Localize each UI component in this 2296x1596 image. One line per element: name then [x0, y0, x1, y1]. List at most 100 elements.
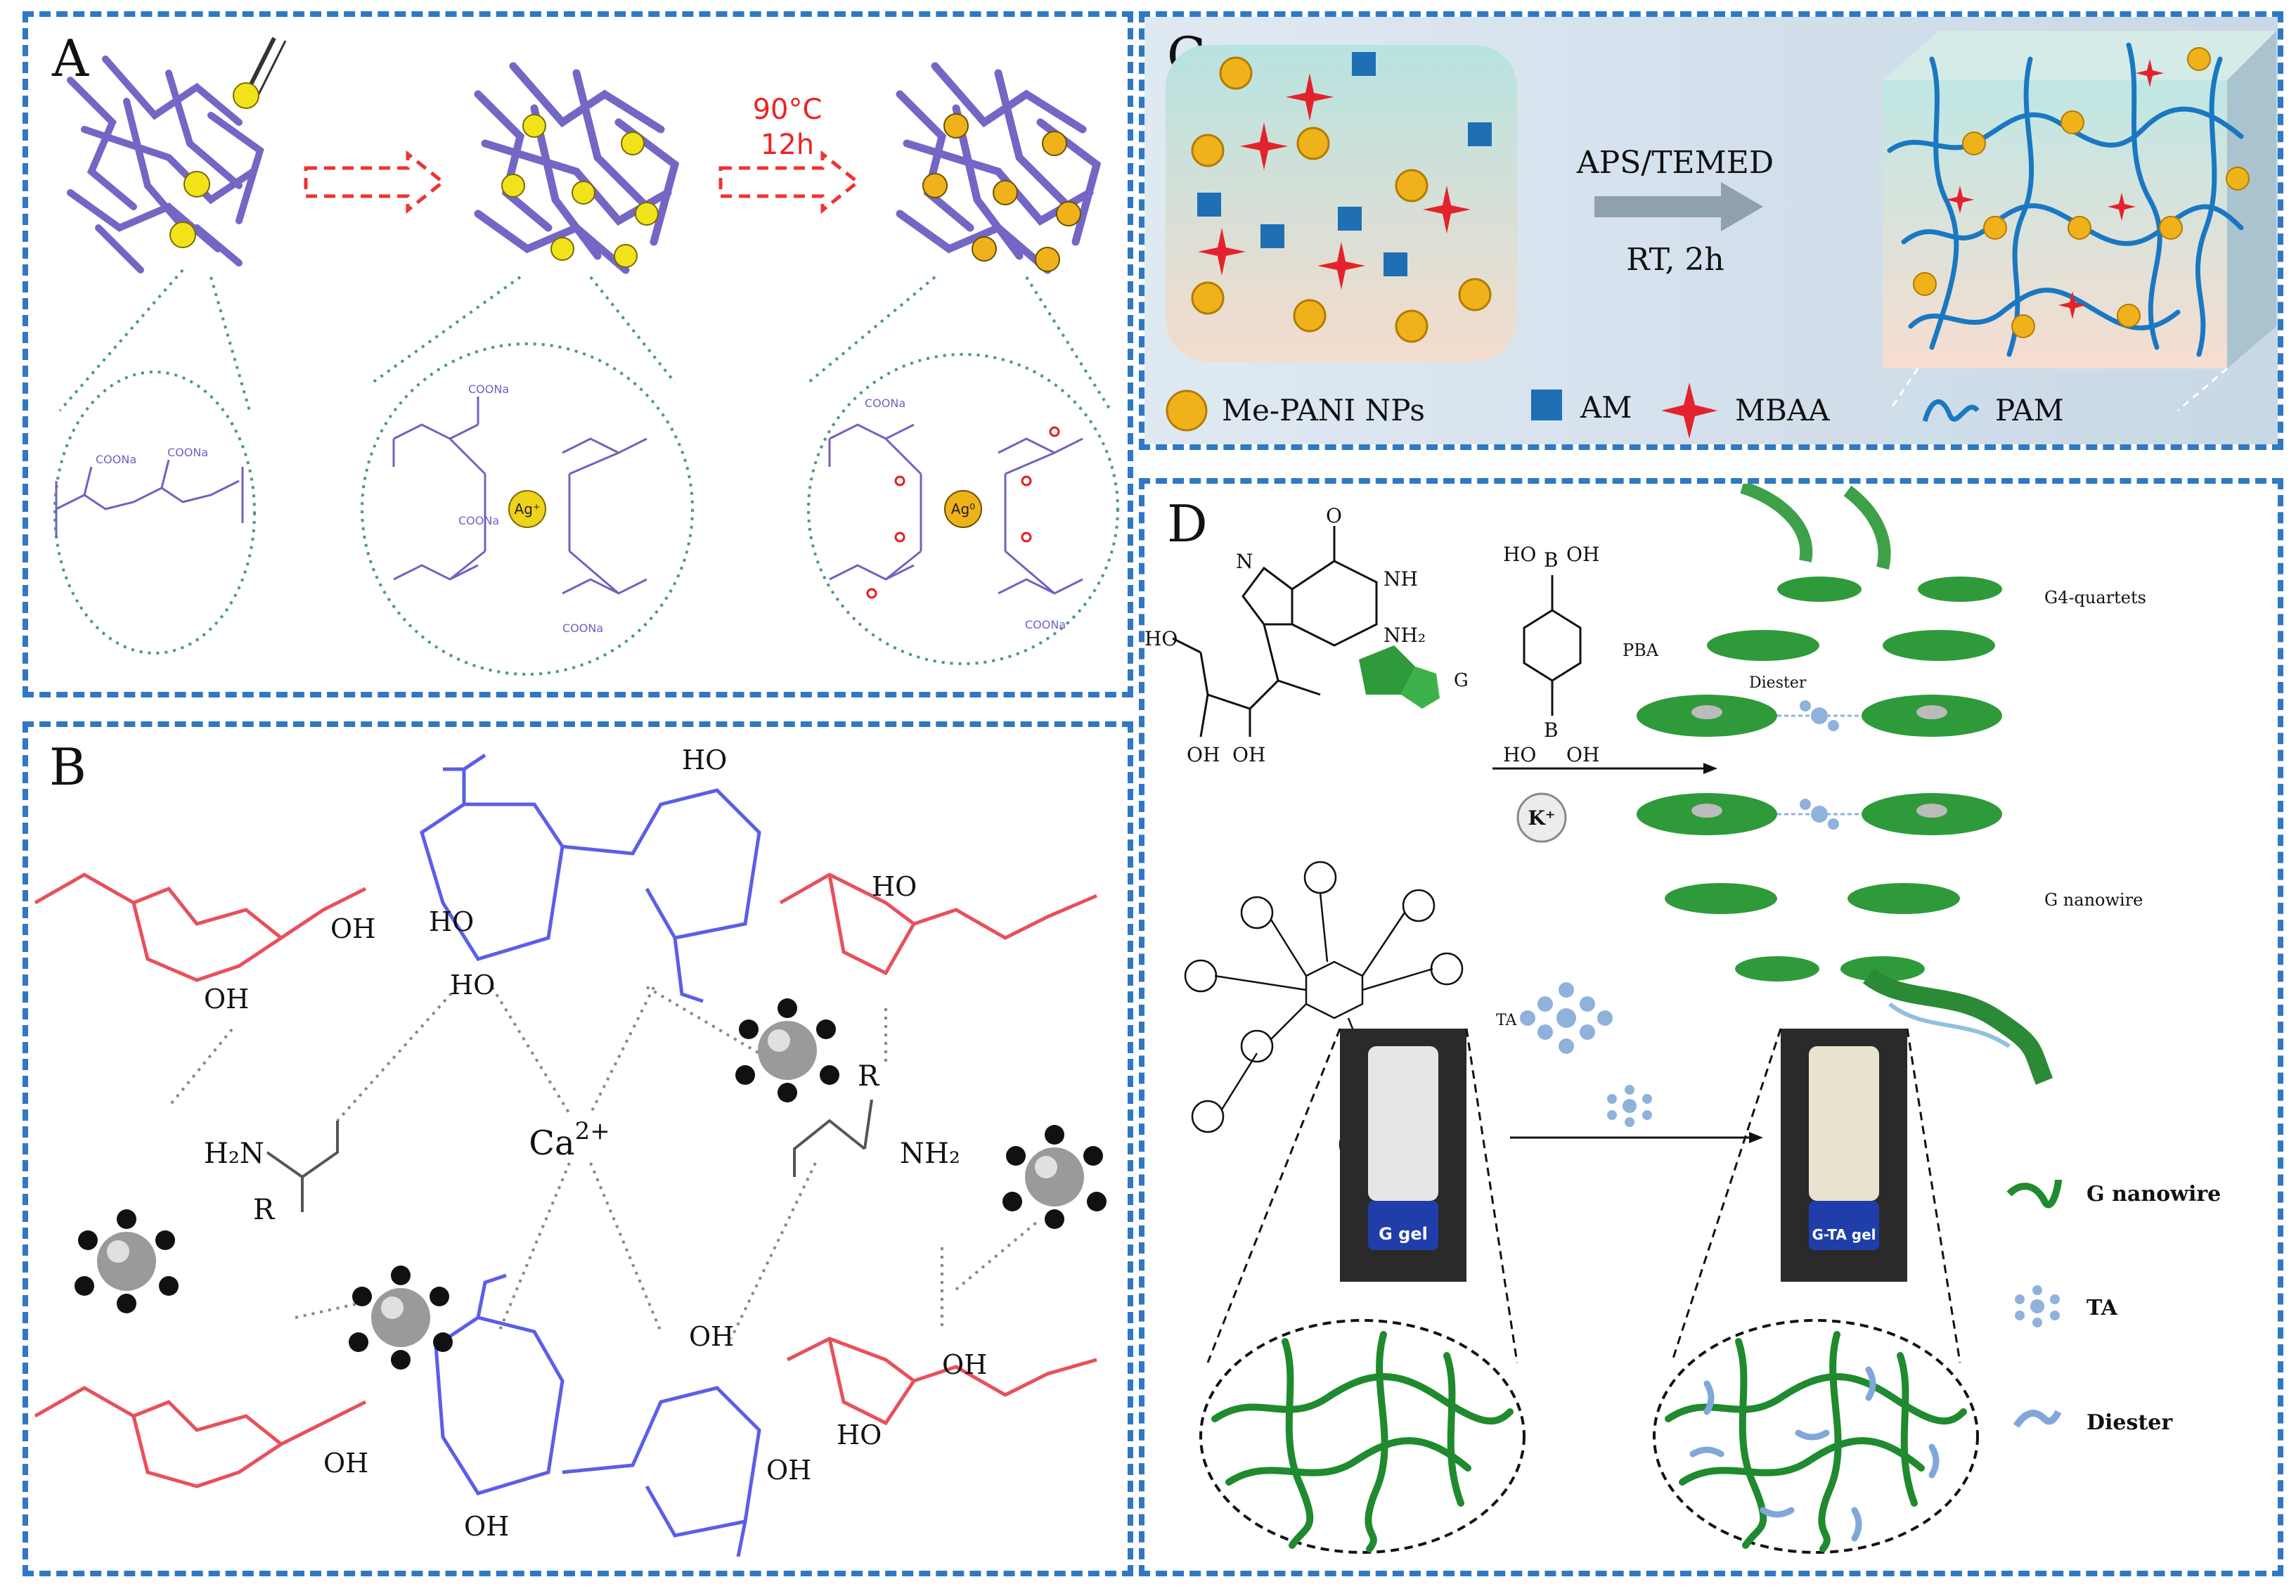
panel-c-illustration: C APS/TEMED RT, 2h: [1144, 17, 2278, 444]
reagents-label: APS/TEMED: [1576, 145, 1774, 181]
svg-text:Diester: Diester: [2087, 1410, 2173, 1435]
svg-text:HO: HO: [450, 970, 495, 1000]
polymer-chain-icon: [1922, 399, 1980, 423]
reaction-arrow: [1594, 182, 1763, 231]
amine-right: NH₂: [900, 1138, 960, 1170]
svg-text:B: B: [1544, 548, 1559, 572]
blue-hydroxyl-labels: HO HO HO OH OH OH: [429, 745, 811, 1542]
diester-bridges: [1777, 700, 1862, 830]
guanine-block-icon: [1359, 645, 1440, 709]
panel-d: D O NH NH₂ N HO OH OH G HO B: [1139, 478, 2283, 1576]
diester-label: Diester: [1749, 674, 1807, 692]
zoom-circle-1: [53, 371, 256, 655]
svg-text:NH: NH: [1384, 567, 1418, 591]
nanoparticle-1: [75, 1209, 179, 1313]
silver-ion-center: [508, 490, 546, 528]
silver-ion-marks-1: [169, 82, 259, 248]
amine-left: H₂N: [204, 1138, 264, 1170]
amino-acid-bonds: [266, 1099, 873, 1212]
svg-text:COONa: COONa: [562, 622, 603, 635]
svg-text:OH: OH: [1187, 743, 1220, 766]
guanosine-label: G: [1454, 670, 1469, 691]
svg-text:COONa: COONa: [1025, 618, 1066, 631]
dashed-arrow-1: [304, 150, 446, 214]
legend-g-nanowire: G nanowire: [2006, 1179, 2221, 1209]
svg-text:TA: TA: [2087, 1296, 2118, 1320]
legend-ta: TA: [2015, 1285, 2118, 1327]
alginate-chain-bottom: [34, 1337, 1097, 1488]
svg-text:OH: OH: [323, 1448, 368, 1479]
coordination-bonds: [167, 986, 1042, 1339]
svg-text:HO: HO: [1503, 743, 1536, 766]
hydroxyl-labels: OH HO OH OH HO OH: [204, 871, 987, 1479]
legend-polymer: PAM: [1922, 393, 2064, 427]
tannic-acid-label: TA: [1496, 1012, 1517, 1029]
alginate-network-1: [67, 56, 264, 273]
chem-group-labels: COONa COONa COONa COONa COONa COONa COON…: [96, 382, 1066, 635]
alginate-chain-top: [34, 873, 1097, 982]
svg-text:PAM: PAM: [1995, 393, 2064, 427]
gel-transition-arrowhead: [1749, 1132, 1763, 1143]
legend-nanoparticle: Me-PANI NPs: [1166, 390, 1425, 432]
svg-text:N: N: [1236, 550, 1253, 573]
network-crosslinks: [1946, 59, 2164, 319]
r-group-left: R: [253, 1194, 276, 1226]
nanoparticle-2: [735, 998, 839, 1102]
svg-text:OH: OH: [1566, 743, 1599, 766]
svg-text:OH: OH: [689, 1321, 734, 1352]
nanoparticle-icons: [1191, 56, 1492, 343]
guluronate-chain-bottom: [434, 1273, 761, 1557]
reaction-temperature: 90°C: [753, 94, 823, 126]
g-ta-gel-vial: [1781, 1029, 1907, 1282]
g-nanowire-label: G nanowire: [2044, 890, 2143, 910]
reaction-time: 12h: [761, 129, 814, 161]
svg-text:COONa: COONa: [865, 397, 905, 410]
silver-ion-marks-2: [501, 114, 659, 268]
guluronate-chain-top: [420, 753, 761, 1003]
panel-a: A: [22, 11, 1133, 697]
ta-icon: [2015, 1285, 2060, 1327]
svg-text:COONa: COONa: [167, 446, 208, 459]
crosslink-markers: [866, 426, 1060, 599]
silver-ion-label: Ag⁺: [515, 501, 541, 517]
svg-text:G nanowire: G nanowire: [2087, 1182, 2221, 1206]
reaction-arrowhead: [1703, 763, 1717, 774]
svg-text:COONa: COONa: [458, 514, 499, 527]
g-ta-gel-label: G-TA gel: [1812, 1226, 1876, 1243]
svg-text:HO: HO: [837, 1420, 882, 1450]
svg-text:OH: OH: [942, 1349, 987, 1380]
alginate-network-3: [896, 62, 1102, 274]
g-gel-label: G gel: [1379, 1224, 1428, 1244]
panel-b-illustration: B: [34, 738, 1107, 1557]
zoom-circle-3: [807, 353, 1119, 665]
panel-b-label: B: [49, 738, 86, 797]
svg-text:OH: OH: [1566, 543, 1599, 566]
panel-d-label: D: [1167, 494, 1208, 553]
r-group-right: R: [858, 1060, 880, 1093]
gel-zoom-lines: [1206, 1028, 1961, 1363]
guanosine-structure: [1172, 526, 1378, 738]
ta-addition-icon: [1607, 1085, 1652, 1127]
potassium-ion-icon: [1516, 792, 1567, 843]
dashed-arrow-2: [718, 150, 861, 214]
crosslinker-icons: [1198, 73, 1471, 290]
guanosine-atoms: O NH NH₂ N HO OH OH: [1144, 504, 1426, 766]
diester-segments: [1689, 1366, 1940, 1542]
acrylamide-icons: [1197, 52, 1492, 276]
g-ta-gel-network: [1665, 1331, 1967, 1552]
nanoparticle-4: [1002, 1125, 1107, 1229]
svg-text:Me-PANI NPs: Me-PANI NPs: [1222, 393, 1425, 427]
zoom-guides: [58, 269, 1112, 412]
svg-text:MBAA: MBAA: [1735, 393, 1830, 427]
tannic-acid-cluster-icon: [1520, 982, 1613, 1054]
alginate-chain-structure: [55, 397, 1083, 595]
silver-particle-center: [944, 490, 982, 528]
svg-text:COONa: COONa: [96, 453, 136, 466]
pba-atoms: HO B OH B HO OH: [1503, 543, 1599, 766]
g-ta-gel-zoom-circle: [1653, 1319, 1979, 1554]
nanoparticle-3: [349, 1266, 453, 1370]
svg-text:HO: HO: [682, 745, 727, 776]
svg-text:OH: OH: [330, 913, 375, 944]
silver-particle-marks: [922, 113, 1081, 272]
monomer-solution-box: [1166, 45, 1517, 361]
